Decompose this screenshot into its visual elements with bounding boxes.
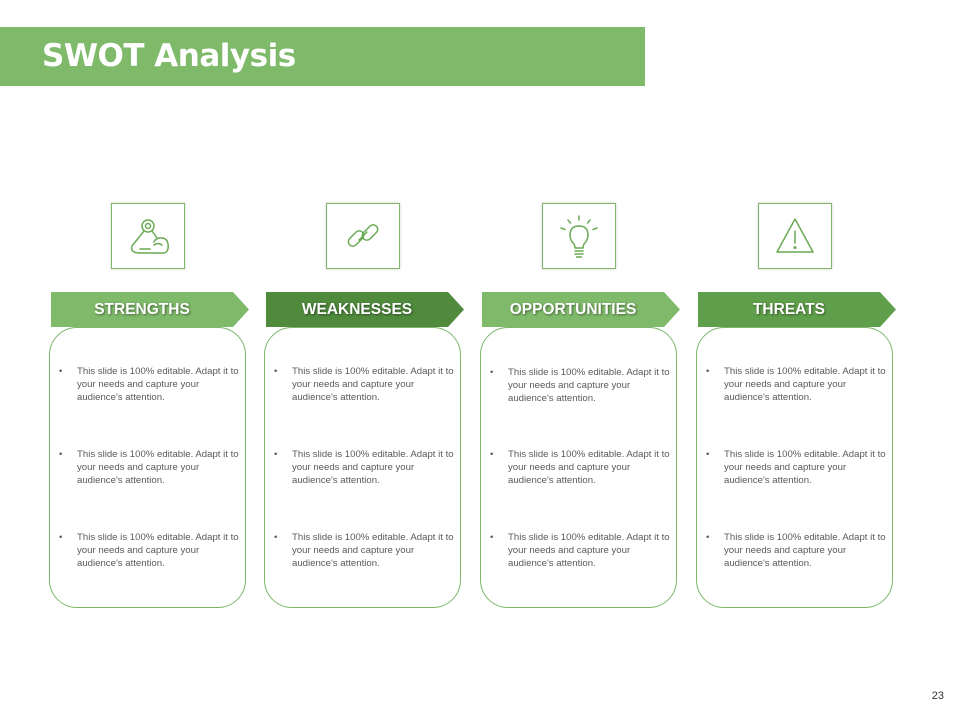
swot-column-threats: THREATS •This slide is 100% editable. Ad… — [696, 0, 896, 720]
slide-title: SWOT Analysis — [42, 38, 296, 74]
swot-column-strengths: STRENGTHS •This slide is 100% editable. … — [49, 0, 249, 720]
broken-link-icon — [326, 203, 400, 269]
bullet-item: •This slide is 100% editable. Adapt it t… — [490, 449, 670, 486]
banner-strengths: STRENGTHS — [51, 292, 249, 327]
threats-card: •This slide is 100% editable. Adapt it t… — [696, 327, 893, 608]
bullet-item: •This slide is 100% editable. Adapt it t… — [59, 366, 239, 403]
bullet-item: •This slide is 100% editable. Adapt it t… — [274, 449, 454, 486]
banner-threats: THREATS — [698, 292, 896, 327]
warning-triangle-icon — [758, 203, 832, 269]
opportunities-card: •This slide is 100% editable. Adapt it t… — [480, 327, 677, 608]
bullet-item: •This slide is 100% editable. Adapt it t… — [274, 366, 454, 403]
strengths-card: •This slide is 100% editable. Adapt it t… — [49, 327, 246, 608]
bullet-item: •This slide is 100% editable. Adapt it t… — [706, 366, 886, 403]
flexed-arm-icon — [111, 203, 185, 269]
banner-weaknesses: WEAKNESSES — [266, 292, 464, 327]
bullet-item: •This slide is 100% editable. Adapt it t… — [706, 449, 886, 486]
bullet-item: •This slide is 100% editable. Adapt it t… — [59, 532, 239, 569]
bullet-item: •This slide is 100% editable. Adapt it t… — [274, 532, 454, 569]
bullet-item: •This slide is 100% editable. Adapt it t… — [706, 532, 886, 569]
lightbulb-icon — [542, 203, 616, 269]
banner-opportunities: OPPORTUNITIES — [482, 292, 680, 327]
bullet-item: •This slide is 100% editable. Adapt it t… — [490, 367, 670, 404]
weaknesses-card: •This slide is 100% editable. Adapt it t… — [264, 327, 461, 608]
swot-column-opportunities: OPPORTUNITIES •This slide is 100% editab… — [480, 0, 680, 720]
bullet-item: •This slide is 100% editable. Adapt it t… — [59, 449, 239, 486]
page-number: 23 — [931, 690, 944, 702]
bullet-item: •This slide is 100% editable. Adapt it t… — [490, 532, 670, 569]
swot-column-weaknesses: WEAKNESSES •This slide is 100% editable.… — [264, 0, 464, 720]
title-bar: SWOT Analysis — [0, 27, 645, 86]
